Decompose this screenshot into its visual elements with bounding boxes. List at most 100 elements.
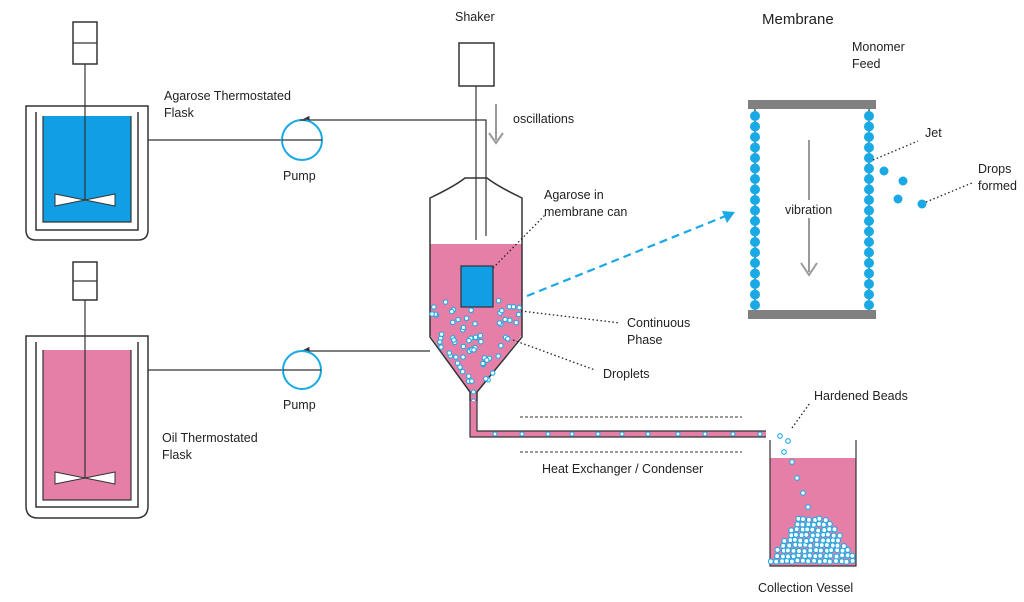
pump-top-label: Pump <box>283 169 316 183</box>
droplet <box>472 334 479 341</box>
droplet <box>471 347 477 353</box>
hardened-bead <box>817 547 824 554</box>
droplet <box>492 431 498 437</box>
droplet <box>569 431 575 437</box>
hardened-bead <box>831 526 838 533</box>
droplet <box>519 431 525 437</box>
hardened-bead <box>810 521 817 528</box>
membrane-pore <box>864 279 874 289</box>
droplet <box>495 353 501 359</box>
droplet <box>455 316 461 323</box>
droplet <box>442 299 449 305</box>
droplet <box>499 307 505 314</box>
hardened-bead <box>844 546 851 553</box>
hardened-bead <box>827 552 834 559</box>
droplet <box>466 337 472 344</box>
membrane-pore <box>750 153 760 163</box>
hardened-bead <box>801 548 808 555</box>
membrane-pore <box>750 258 760 268</box>
hardened-bead <box>826 520 833 527</box>
droplet <box>470 389 477 395</box>
hardened-bead <box>815 527 822 534</box>
hardened-bead <box>822 517 829 524</box>
membrane-pore <box>864 226 874 237</box>
hardened-bead <box>803 531 810 538</box>
hardened-bead <box>817 552 824 559</box>
hardened-beads-label: Hardened Beads <box>814 389 908 403</box>
membrane-pore <box>864 163 874 174</box>
hardened-bead <box>816 558 823 565</box>
oscillations-label: oscillations <box>513 112 574 126</box>
droplet <box>454 360 461 366</box>
hardened-bead <box>843 558 850 565</box>
feed-lines <box>148 115 487 371</box>
hardened-beads-leader <box>791 402 811 429</box>
falling-bead <box>777 433 783 439</box>
falling-beads <box>777 433 811 510</box>
hardened-bead <box>830 532 837 539</box>
vibration-label: vibration <box>785 203 832 217</box>
hardened-bead <box>840 543 847 550</box>
hardened-bead <box>836 532 843 539</box>
shaker-box <box>458 42 495 87</box>
droplet <box>431 304 437 310</box>
hardened-bead <box>834 542 841 549</box>
droplet <box>645 431 651 437</box>
hardened-bead <box>784 547 791 554</box>
heat-exchanger-label: Heat Exchanger / Condenser <box>542 462 703 476</box>
droplet <box>483 376 489 382</box>
hardened-bead <box>826 558 833 565</box>
membrane-pore <box>864 247 874 258</box>
hardened-bead <box>779 553 786 560</box>
membrane-pore <box>864 237 874 247</box>
hardened-bead <box>805 516 812 523</box>
hardened-bead <box>799 557 806 564</box>
membrane-pore <box>864 205 874 216</box>
droplet <box>478 338 484 345</box>
droplet <box>453 354 459 360</box>
droplet <box>510 304 517 310</box>
hardened-bead <box>788 527 795 534</box>
droplets-label: Droplets <box>603 367 650 381</box>
membrane-pore <box>864 300 874 310</box>
hardened-bead <box>773 558 780 565</box>
hardened-bead <box>833 553 840 560</box>
droplet <box>446 350 453 356</box>
jet-label: Jet <box>925 126 942 140</box>
shaker-label: Shaker <box>455 10 495 24</box>
formed-drops <box>879 166 927 209</box>
droplet <box>450 319 456 326</box>
membrane-pore <box>864 174 874 184</box>
zoom-arrow-icon <box>526 211 735 298</box>
hardened-bead <box>781 537 788 544</box>
agarose-membrane-can <box>460 265 494 308</box>
membrane-pore <box>864 142 874 153</box>
hardened-bead <box>797 537 804 544</box>
membrane-pore <box>750 174 760 184</box>
hardened-bead <box>799 516 807 523</box>
hardened-bead <box>791 536 798 543</box>
membrane-pore <box>864 111 874 121</box>
hardened-bead <box>809 526 816 533</box>
droplet <box>498 342 504 349</box>
oscillations-arrow-icon <box>488 104 504 145</box>
hardened-bead <box>849 557 856 564</box>
membrane-pore <box>864 268 874 279</box>
hardened-bead <box>813 541 820 548</box>
droplet <box>484 357 490 363</box>
droplet <box>472 321 478 327</box>
hardened-bead <box>786 542 793 549</box>
droplet <box>460 343 467 350</box>
hardened-bead <box>790 553 797 560</box>
membrane-pore <box>750 247 760 258</box>
droplet <box>468 307 474 314</box>
hardened-bead <box>767 558 774 565</box>
falling-bead <box>781 449 787 455</box>
membrane-pore <box>864 132 874 142</box>
hardened-bead <box>821 557 829 564</box>
droplet <box>702 431 708 437</box>
hardened-bead <box>812 553 819 560</box>
